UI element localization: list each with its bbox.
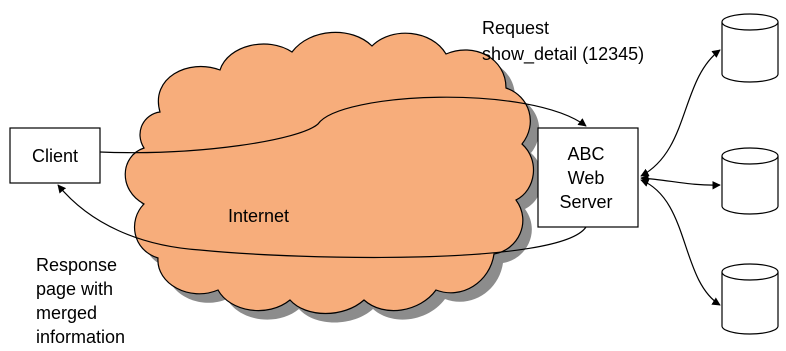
client-box xyxy=(9,127,101,184)
web-server-box xyxy=(537,127,639,228)
request-label-line-2: show_detail (12345) xyxy=(482,44,644,65)
request-label-line-1: Request xyxy=(482,18,549,38)
client-label: Client xyxy=(32,146,78,166)
response-label-line-4: information xyxy=(36,327,125,347)
request-arrow xyxy=(99,96,587,154)
response-label-line-2: page with xyxy=(36,279,113,299)
db-link-1 xyxy=(640,49,721,177)
db-link-3 xyxy=(640,178,721,306)
database-2 xyxy=(721,147,779,215)
server-label-line-1: ABC xyxy=(567,144,604,164)
db-link-2 xyxy=(640,174,721,190)
response-arrow xyxy=(57,184,587,259)
internet-cloud xyxy=(124,31,535,315)
response-label-line-1: Response xyxy=(36,255,117,275)
internet-label: Internet xyxy=(228,206,289,226)
server-label-line-2: Web xyxy=(568,168,605,188)
response-label-line-3: merged xyxy=(36,303,97,323)
database-1 xyxy=(721,13,779,83)
server-label-line-3: Server xyxy=(559,192,612,212)
database-3 xyxy=(721,263,779,335)
